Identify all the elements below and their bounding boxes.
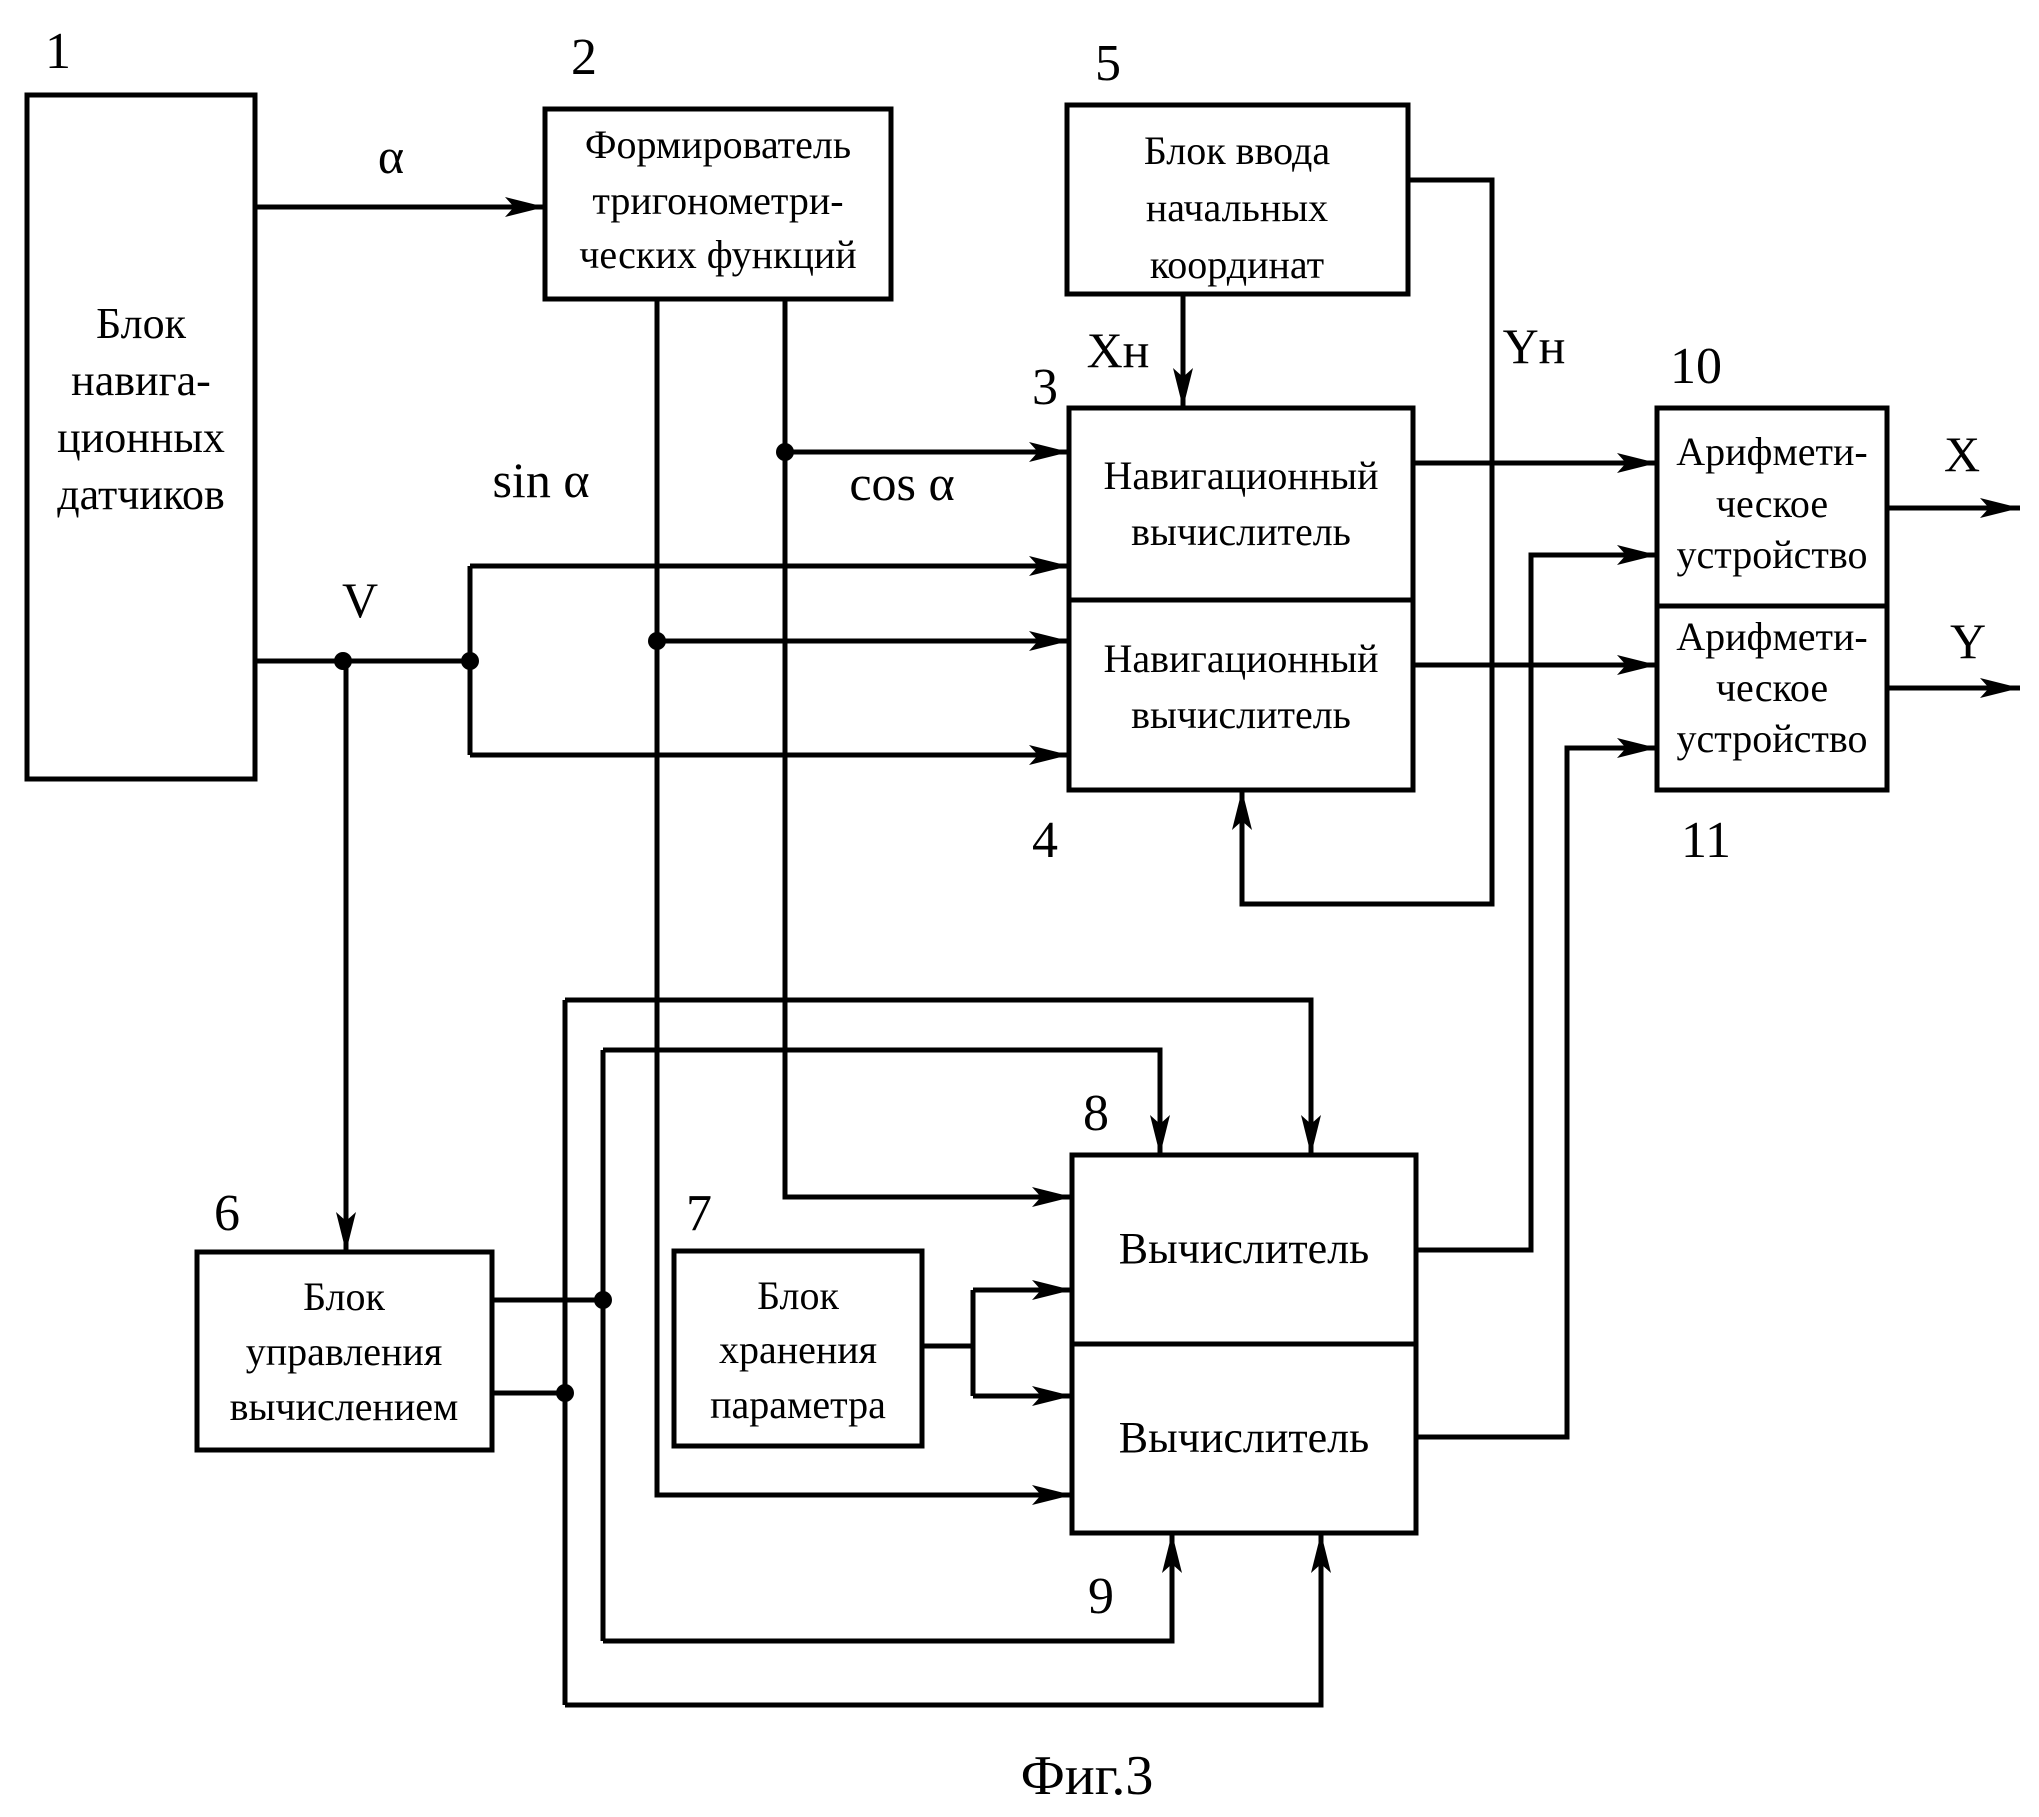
block-1-number: 1 (45, 23, 71, 80)
block-6-line: Блок (303, 1274, 385, 1319)
junction-dot (334, 652, 352, 670)
signal-sin-label: sin α (492, 452, 589, 508)
block-10-line: ческое (1716, 481, 1828, 526)
block-1-line: навига- (71, 356, 211, 405)
block-7-line: хранения (719, 1327, 877, 1372)
block-3-line: вычислитель (1131, 509, 1351, 554)
block-9-label: Вычислитель (1119, 1413, 1369, 1462)
block-2-number: 2 (571, 29, 597, 86)
block-5-line: координат (1150, 242, 1324, 287)
signal-cos-label: cos α (849, 455, 954, 511)
output-y-label: Y (1950, 613, 1986, 669)
block-1-line: датчиков (57, 470, 225, 519)
block-7-line: Блок (757, 1273, 839, 1318)
block-2-line: ческих функций (579, 232, 856, 277)
block-10-line: устройство (1677, 532, 1868, 577)
block-10-number: 10 (1670, 338, 1722, 395)
control-1-to-8 (603, 1050, 1160, 1155)
block-7-number: 7 (686, 1185, 712, 1242)
block-5-number: 5 (1095, 35, 1121, 92)
figure-caption: Фиг.3 (1021, 1745, 1154, 1807)
control-2-to-8 (565, 1000, 1311, 1155)
block-6-line: вычислением (230, 1384, 459, 1429)
junction-dot (776, 443, 794, 461)
output-x-label: X (1944, 426, 1980, 482)
control-1-to-9 (603, 1533, 1172, 1641)
signal-alpha-label: α (378, 128, 404, 184)
block-11-line: ческое (1716, 665, 1828, 710)
block-11-line: Арифмети- (1676, 614, 1867, 659)
signal-v-label: V (342, 572, 378, 628)
block-3-number: 3 (1032, 359, 1058, 416)
block-5-line: Блок ввода (1144, 128, 1331, 173)
cos-line-to-block-8 (785, 299, 1072, 1197)
junction-dot (461, 652, 479, 670)
block-4-number: 4 (1032, 812, 1058, 869)
block-9-number: 9 (1088, 1568, 1114, 1625)
junction-dot (594, 1291, 612, 1309)
block-10-line: Арифмети- (1676, 429, 1867, 474)
block-3-nav-computer (1069, 408, 1413, 600)
junction-dot (648, 632, 666, 650)
block-5-text: Блок ввода начальных координат (1144, 128, 1331, 287)
block-11-line: устройство (1677, 716, 1868, 761)
block-4-line: вычислитель (1131, 692, 1351, 737)
block-11-number: 11 (1681, 812, 1731, 869)
block-4-line: Навигационный (1104, 636, 1379, 681)
block-7-line: параметра (710, 1382, 886, 1427)
block-9-to-11 (1416, 748, 1657, 1437)
signal-yn-label: Yн (1503, 318, 1566, 374)
junction-dot (556, 1384, 574, 1402)
block-3-line: Навигационный (1104, 453, 1379, 498)
block-6-line: управления (246, 1329, 442, 1374)
block-1-line: Блок (96, 299, 187, 348)
block-6-number: 6 (214, 1185, 240, 1242)
block-2-text: Формирователь тригонометри- ческих функц… (579, 122, 856, 277)
control-2-to-9 (565, 1533, 1321, 1705)
block-1-line: ционных (57, 413, 225, 462)
signal-xn-label: Xн (1087, 322, 1150, 378)
block-2-line: Формирователь (585, 122, 851, 167)
block-5-line: начальных (1146, 185, 1328, 230)
block-8-number: 8 (1083, 1085, 1109, 1142)
block-8-label: Вычислитель (1119, 1224, 1369, 1273)
block-2-line: тригонометри- (592, 178, 843, 223)
